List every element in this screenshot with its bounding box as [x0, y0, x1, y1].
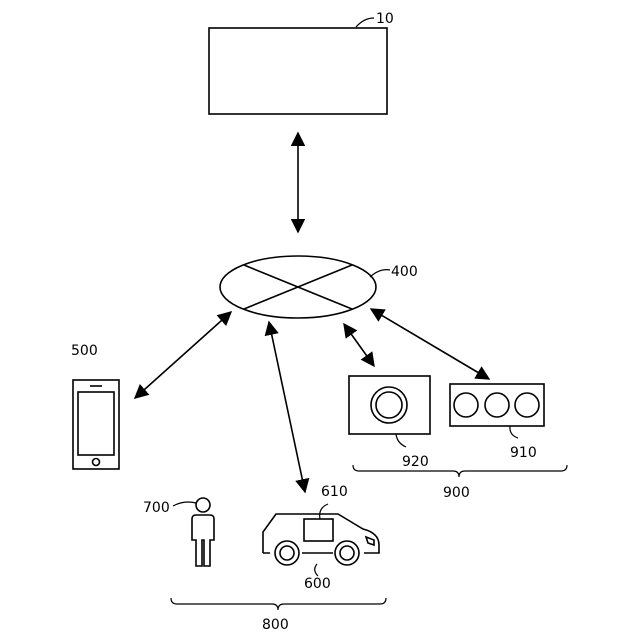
- vehicle-label: 600: [304, 576, 331, 592]
- arrow-network-camera: [344, 324, 374, 366]
- arrow-network-phone: [135, 312, 231, 398]
- traffic-light-leader-line: [510, 426, 518, 438]
- person-label: 700: [143, 500, 170, 516]
- server-leader-line: [356, 18, 374, 27]
- server-box: [209, 28, 387, 114]
- vehicle-leader-line: [315, 564, 318, 576]
- network-leader-line: [370, 270, 390, 277]
- vehicle-unit-label: 610: [321, 484, 348, 500]
- server-label: 10: [376, 11, 394, 27]
- vehicle-unit-leader-line: [320, 504, 328, 519]
- camera-label: 920: [402, 454, 429, 470]
- group-infrastructure-brace: [353, 465, 567, 477]
- traffic-light-icon: [450, 384, 544, 426]
- arrow-network-traffic-light: [371, 309, 489, 379]
- group-person-vehicle-label: 800: [262, 617, 289, 633]
- person-leader-line: [173, 502, 196, 506]
- vehicle-icon: [263, 514, 379, 565]
- camera-icon: [349, 376, 430, 434]
- group-person-vehicle-brace: [171, 598, 386, 610]
- network-label: 400: [391, 264, 418, 280]
- arrow-network-vehicle: [269, 322, 305, 492]
- group-infrastructure-label: 900: [443, 485, 470, 501]
- person-icon: [192, 498, 214, 566]
- phone-icon: [73, 380, 119, 469]
- network-icon: [220, 256, 376, 318]
- camera-leader-line: [396, 434, 406, 447]
- traffic-light-label: 910: [510, 445, 537, 461]
- phone-label: 500: [71, 343, 98, 359]
